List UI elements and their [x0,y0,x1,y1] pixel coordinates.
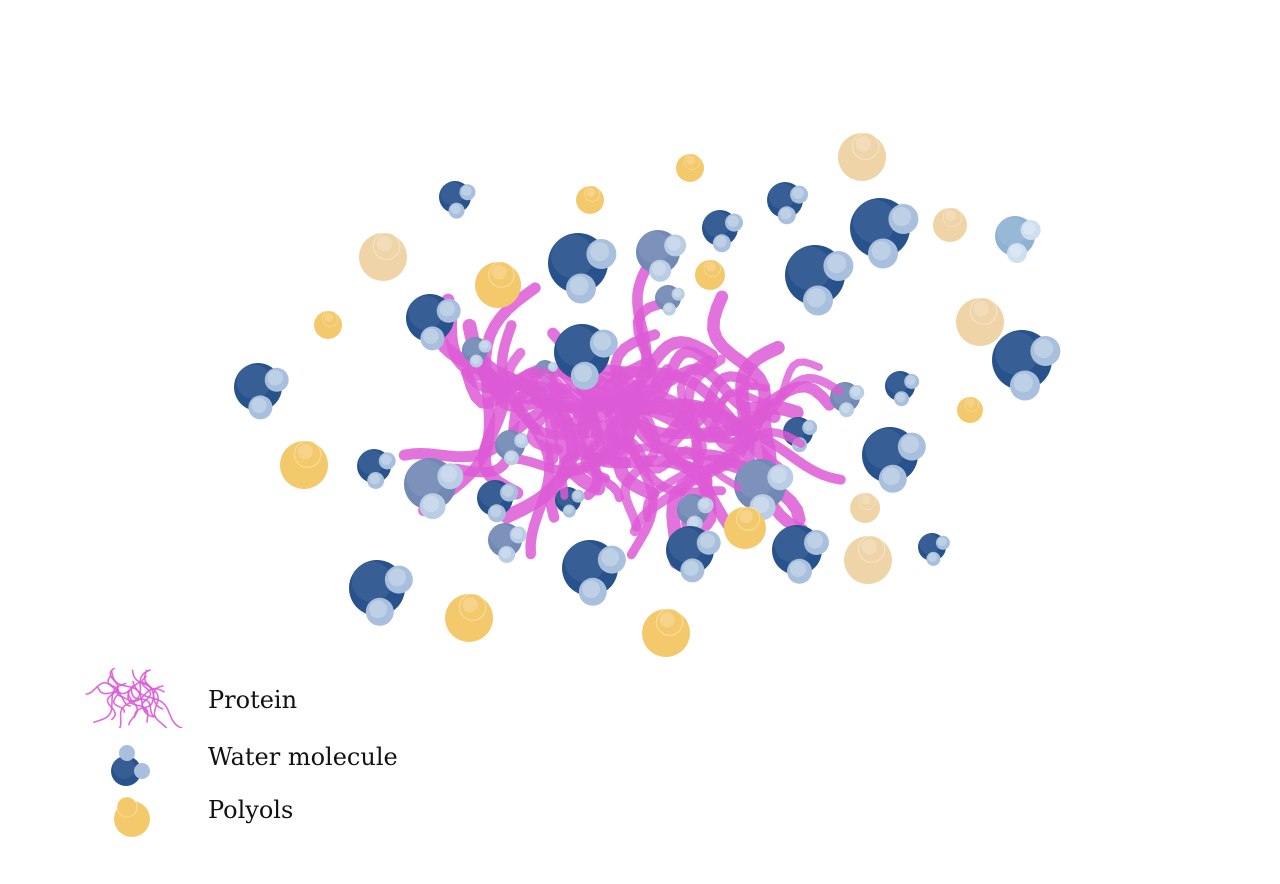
water-molecule [767,182,809,225]
water-molecule [655,285,685,316]
polyol-molecule [956,298,1004,346]
water-molecule [885,371,920,407]
water-molecule [562,540,626,606]
polyol-molecule [957,397,983,423]
legend-polyols-label: Polyols [208,796,294,824]
polyol-molecule [844,536,892,584]
polyol-molecule [475,262,521,308]
protein-ribbon [132,680,183,728]
water-molecule [488,523,527,563]
protein-ribbon [93,682,127,724]
legend-protein-label: Protein [208,686,298,714]
protein-ribbon [141,675,152,714]
polyol-icon [114,796,150,837]
water-molecule [548,233,617,304]
protein-ribbon [702,373,844,429]
protein-ribbon [127,685,139,726]
water-molecule [666,526,721,583]
water-molecule-icon [111,745,150,786]
water-molecule [439,181,476,219]
protein-ribbon [460,367,616,411]
polyol-molecule [695,260,725,290]
polyol-molecule [576,186,604,214]
polyol-molecule [314,311,342,339]
protein-ribbon [579,436,704,474]
polyol-molecule [642,609,690,657]
protein-ribbon [709,394,745,492]
water-molecule [995,216,1041,263]
protein-ribbon [620,376,665,532]
protein-ribbon [642,354,714,522]
protein-ribbon [107,675,126,713]
protein-ribbon [649,364,713,494]
polyol-molecule [850,493,880,523]
polyol-molecule [676,154,704,182]
water-molecule [862,427,926,493]
water-molecule [234,363,289,420]
water-molecule [918,533,950,566]
protein-ribbon [488,370,626,412]
protein-ribbon [504,347,564,455]
water-molecule [992,330,1061,401]
polyol-molecule [280,441,328,489]
protein-ribbon [144,669,168,728]
protein-cluster-front [460,347,844,537]
water-molecule [785,245,854,316]
protein-ribbon [629,354,726,537]
water-molecule [555,487,585,518]
polyol-molecule [445,594,493,642]
legend-water-label: Water molecule [208,743,398,771]
protein-ribbon [628,427,806,475]
water-molecule [850,198,919,269]
polyol-molecule [933,208,967,242]
protein-ribbon [133,685,164,718]
protein-ribbon [96,686,131,707]
polyol-molecule [724,507,766,549]
polyol-molecule [838,133,886,181]
protein-ribbon-icon [85,668,183,728]
protein-ribbon [496,320,555,560]
polyol-molecule [359,233,407,281]
water-molecule [772,525,829,584]
water-molecule [357,449,396,489]
protein-ribbon [118,669,151,728]
water-molecule [702,210,744,253]
water-molecule [349,560,413,626]
water-molecule [404,458,464,520]
